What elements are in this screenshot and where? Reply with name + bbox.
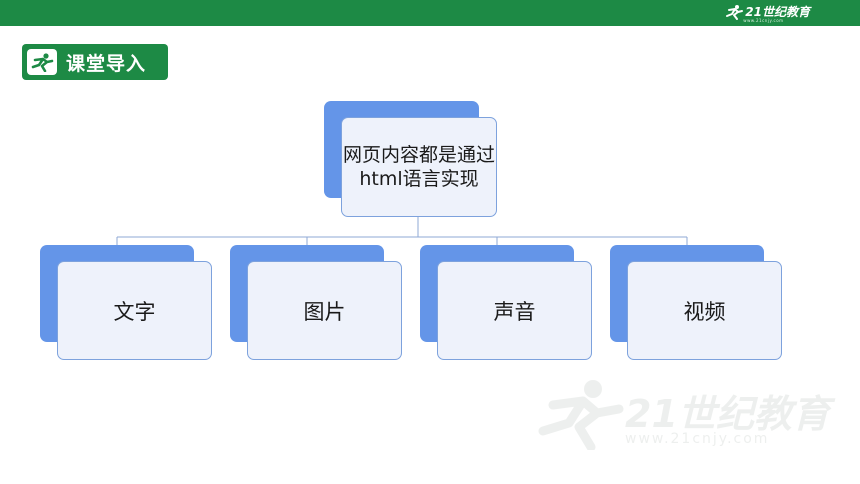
child-node-1: 文字: [57, 261, 212, 360]
root-node-label: 网页内容都是通过html语言实现: [343, 144, 496, 190]
runner-logo-icon: [726, 4, 744, 20]
runner-icon: [27, 49, 57, 75]
child-node-2: 图片: [247, 261, 402, 360]
section-title: 课堂导入: [66, 52, 147, 75]
header-bar: 21世纪教育 www.21cnjy.com: [0, 0, 860, 26]
child-node-label-2: 图片: [303, 299, 346, 324]
brand-logo: 21世纪教育 www.21cnjy.com: [725, 3, 810, 23]
child-node-label-1: 文字: [113, 299, 156, 324]
child-node-3: 声音: [437, 261, 592, 360]
root-node: 网页内容都是通过html语言实现: [341, 117, 497, 217]
child-node-label-3: 声音: [493, 299, 536, 324]
brand-logo-text: 21世纪教育: [745, 5, 810, 19]
child-node-4: 视频: [627, 261, 782, 360]
child-node-label-4: 视频: [683, 299, 726, 324]
section-title-badge: 课堂导入: [22, 44, 168, 80]
brand-logo-subtext: www.21cnjy.com: [743, 18, 784, 23]
